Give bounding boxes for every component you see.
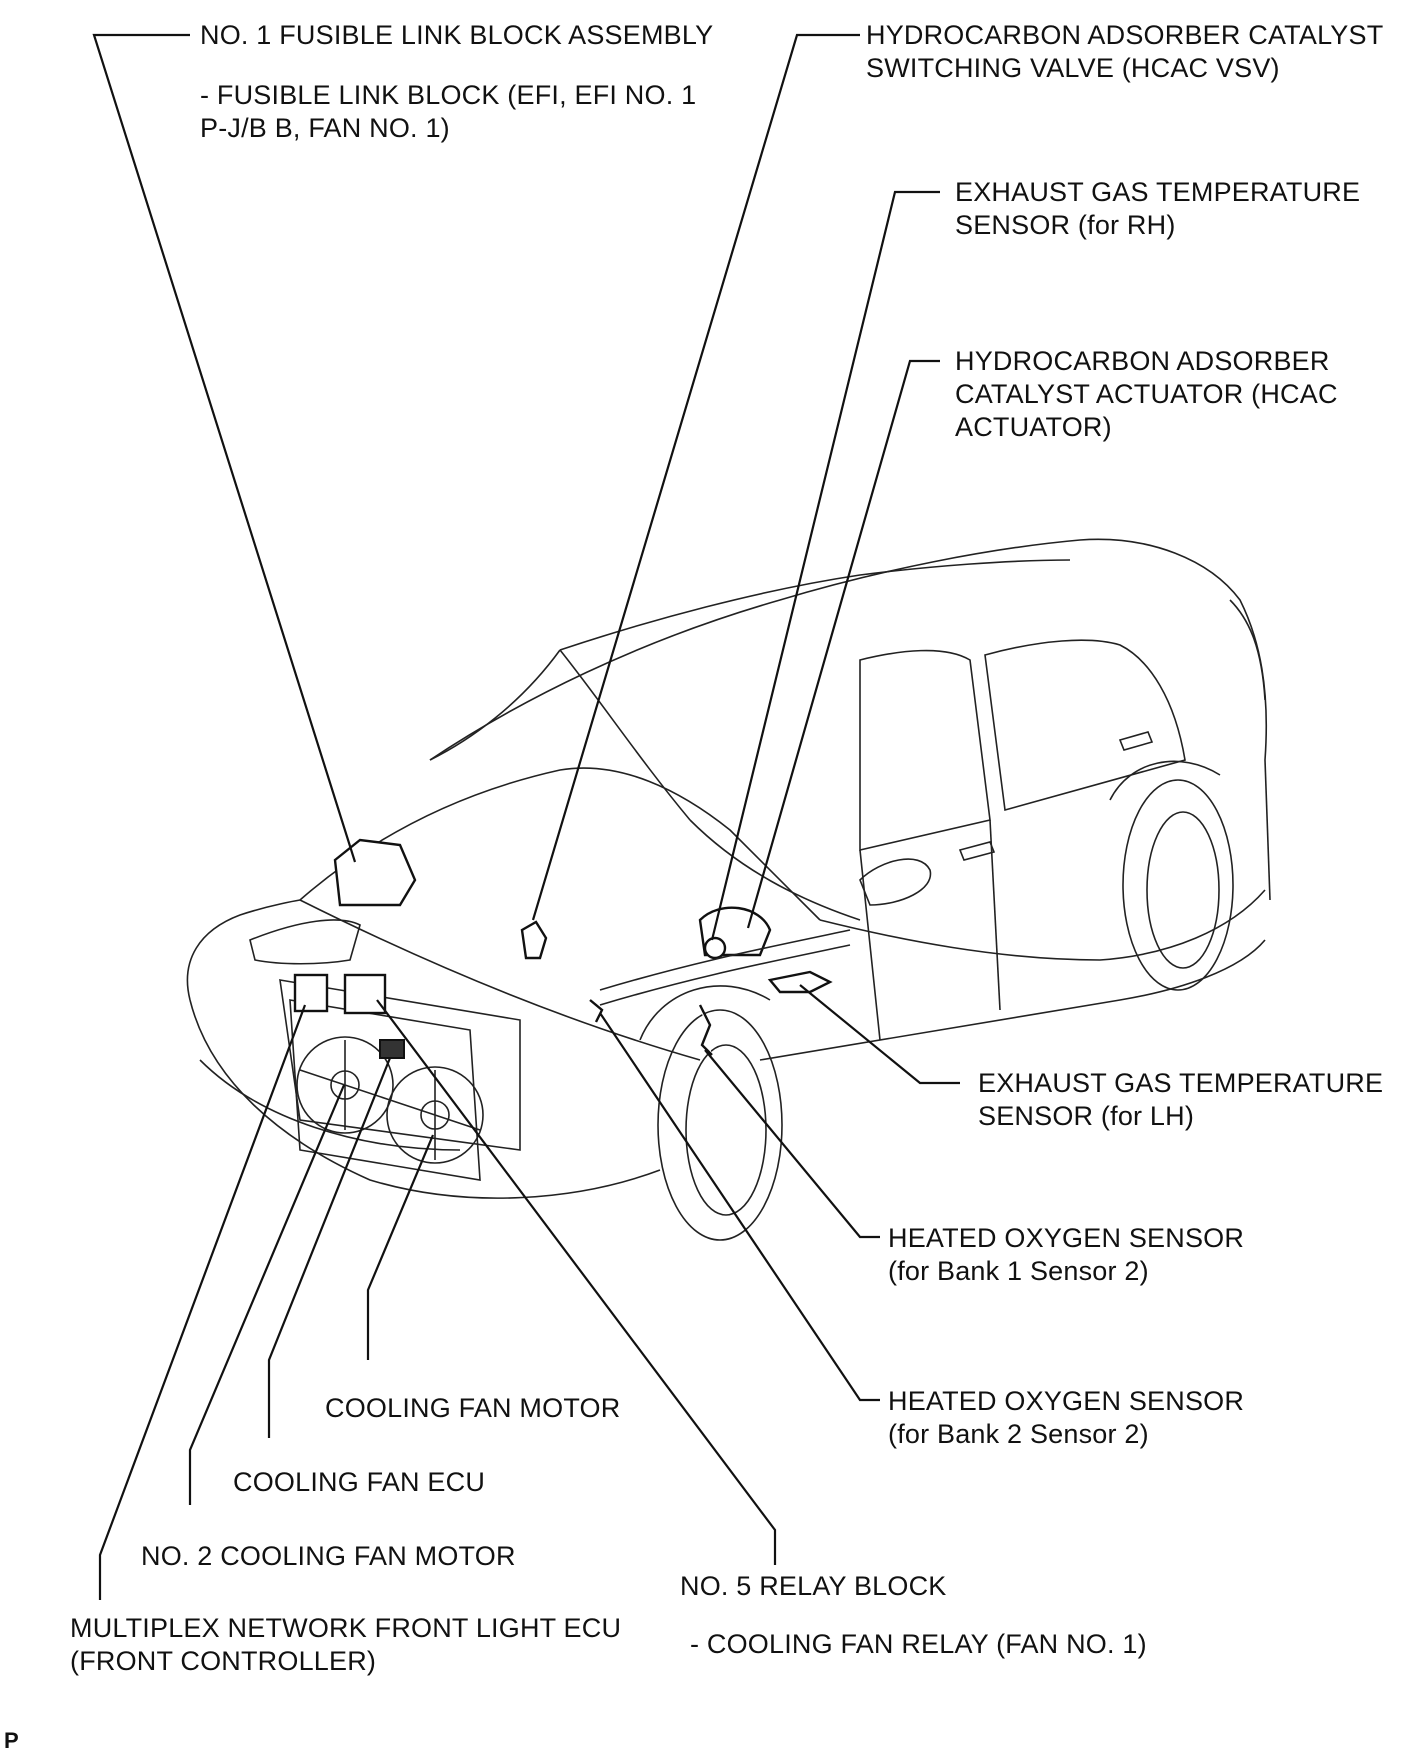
leader-hcac-vsv — [531, 33, 860, 921]
leader-ho2s-b1s2 — [704, 1049, 880, 1239]
leader-fusible-link-block — [92, 33, 357, 863]
label-hcac-vsv: HYDROCARBON ADSORBER CATALYST SWITCHING … — [866, 20, 1384, 83]
label-fusible-link-block: NO. 1 FUSIBLE LINK BLOCK ASSEMBLY — [200, 20, 714, 50]
leader-egt-rh — [710, 190, 940, 941]
label-no2-cooling-fan-motor: NO. 2 COOLING FAN MOTOR — [141, 1541, 516, 1571]
leader-cooling-fan-motor — [366, 1134, 435, 1360]
front-light-ecu-shape — [293, 973, 329, 1013]
leader-front-light-ecu — [98, 1004, 307, 1600]
egt-lh-shape — [767, 970, 833, 994]
label-ho2s-b2s2: HEATED OXYGEN SENSOR (for Bank 2 Sensor … — [888, 1386, 1245, 1449]
corner-mark: P — [4, 1728, 19, 1753]
leader-hcac-actuator — [746, 359, 940, 929]
egt-rh-shape — [703, 936, 727, 960]
label-egt-rh: EXHAUST GAS TEMPERATURE SENSOR (for RH) — [955, 177, 1361, 240]
label-fusible-link-sub: - FUSIBLE LINK BLOCK (EFI, EFI NO. 1 P-J… — [200, 80, 697, 143]
label-hcac-actuator: HYDROCARBON ADSORBER CATALYST ACTUATOR (… — [955, 346, 1338, 442]
components — [293, 838, 851, 1059]
exhaust-pipe — [599, 929, 851, 991]
leader-cooling-fan-ecu — [267, 1057, 392, 1438]
leader-no2-cooling-fan-motor — [188, 1084, 346, 1505]
label-cooling-fan-motor: COOLING FAN MOTOR — [325, 1393, 621, 1423]
label-no5-relay-block: NO. 5 RELAY BLOCK — [680, 1571, 947, 1601]
ho2s-b2s2-shape — [589, 999, 604, 1023]
leader-no5-relay-block — [376, 999, 777, 1565]
no5-relay-block-shape — [343, 973, 387, 1015]
vehicle-outline — [186, 538, 1271, 1241]
hcac-vsv-shape — [520, 920, 548, 960]
label-cooling-fan-ecu: COOLING FAN ECU — [233, 1467, 486, 1497]
label-egt-lh: EXHAUST GAS TEMPERATURE SENSOR (for LH) — [978, 1068, 1384, 1131]
leader-egt-lh — [799, 984, 960, 1085]
leader-lines — [92, 33, 960, 1600]
label-ho2s-b1s2: HEATED OXYGEN SENSOR (for Bank 1 Sensor … — [888, 1223, 1245, 1286]
fusible-link-block-shape — [333, 838, 417, 907]
label-no5-relay-sub: - COOLING FAN RELAY (FAN NO. 1) — [690, 1629, 1147, 1659]
label-front-light-ecu: MULTIPLEX NETWORK FRONT LIGHT ECU (FRONT… — [70, 1613, 622, 1676]
radiator-fan-assembly — [289, 999, 484, 1181]
ho2s-b1s2-shape — [698, 1004, 713, 1056]
leader-ho2s-b2s2 — [599, 1012, 880, 1402]
cooling-fan-ecu-shape — [379, 1039, 405, 1059]
